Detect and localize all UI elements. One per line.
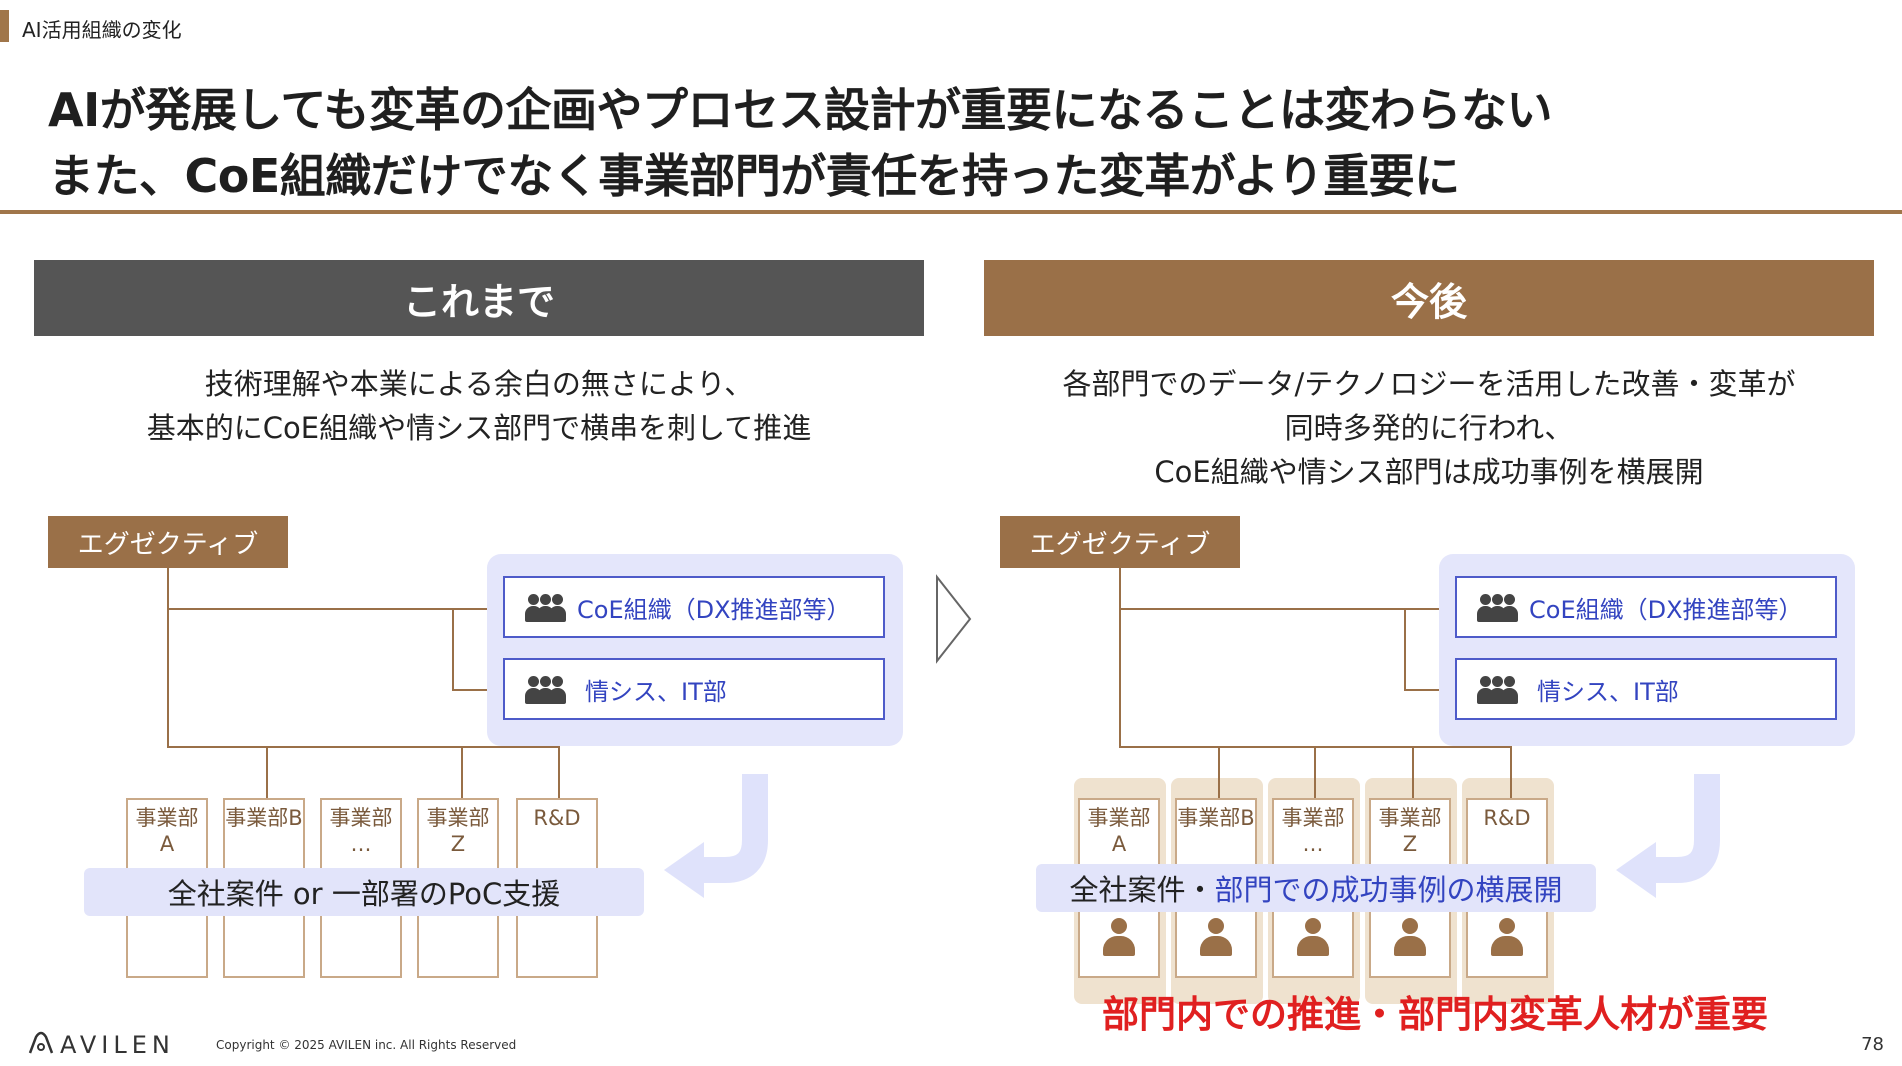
connector: [266, 746, 268, 798]
left-it-box: 情シス、IT部: [503, 658, 885, 720]
left-it-label: 情シス、IT部: [585, 677, 727, 706]
right-executive-box: エグゼクティブ: [1000, 516, 1240, 568]
dept-label: 事業部B: [225, 806, 303, 830]
curved-arrow-icon: [1616, 774, 1720, 898]
person-icon: [1198, 918, 1234, 958]
left-desc-line: 技術理解や本業による余白の無さにより、: [204, 367, 754, 401]
right-banner-highlight: 部門での成功事例の横展開: [1214, 873, 1563, 907]
right-it-label: 情シス、IT部: [1537, 677, 1679, 706]
dept-label: 事業部B: [1177, 806, 1255, 830]
section-tag-label: AI活用組織の変化: [22, 18, 182, 42]
copyright-text: Copyright © 2025 AVILEN inc. All Rights …: [216, 1038, 517, 1052]
connector: [167, 568, 169, 748]
person-icon: [1489, 918, 1525, 958]
right-coe-label: CoE組織（DX推進部等）: [1529, 595, 1803, 624]
right-desc-line: CoE組織や情シス部門は成功事例を横展開: [1154, 455, 1704, 489]
page-number: 78: [1861, 1034, 1884, 1055]
dept-label: 事業部: [1378, 806, 1442, 830]
connector: [1119, 568, 1121, 748]
page-title-line1: AIが発展しても変革の企画やプロセス設計が重要になることは変わらない: [48, 83, 1553, 137]
right-desc-line: 各部門でのデータ/テクノロジーを活用した改善・変革が: [1062, 367, 1796, 401]
left-column-header: これまで: [34, 260, 924, 336]
curved-arrow-icon: [664, 774, 768, 898]
left-desc-line: 基本的にCoE組織や情シス部門で横串を刺して推進: [146, 411, 812, 445]
dept-sublabel: …: [350, 832, 372, 856]
right-column-header: 今後: [984, 260, 1874, 336]
dept-label: 事業部: [1087, 806, 1151, 830]
dept-sublabel: A: [1111, 832, 1127, 856]
left-coe-label: CoE組織（DX推進部等）: [577, 595, 851, 624]
connector: [558, 746, 560, 798]
connector: [1510, 746, 1512, 798]
people-icon: [1477, 674, 1518, 704]
conclusion-text: 部門内での推進・部門内変革人材が重要: [1102, 993, 1768, 1036]
person-icon: [1101, 918, 1137, 958]
person-icon: [1295, 918, 1331, 958]
connector: [452, 608, 454, 690]
people-icon: [525, 592, 566, 622]
footer-logo: AVILEN: [26, 1031, 175, 1059]
connector: [452, 689, 503, 691]
dept-label: 事業部: [426, 806, 490, 830]
people-icon: [1477, 592, 1518, 622]
connector: [167, 608, 503, 610]
connector: [1404, 689, 1455, 691]
connector: [167, 746, 560, 748]
right-banner: 全社案件・部門での成功事例の横展開: [1036, 864, 1596, 912]
dept-label: R&D: [1483, 806, 1531, 830]
dept-label: 事業部: [135, 806, 199, 830]
left-banner: 全社案件 or 一部署のPoC支援: [84, 868, 644, 916]
connector: [1404, 608, 1406, 690]
logo-icon: [28, 1031, 54, 1054]
connector: [461, 746, 463, 798]
dept-label: 事業部: [1281, 806, 1345, 830]
connector: [1218, 746, 1220, 798]
section-tag-bar: [0, 10, 9, 42]
title-divider: [0, 210, 1902, 214]
dept-sublabel: Z: [1402, 832, 1418, 856]
left-executive-box: エグゼクティブ: [48, 516, 288, 568]
dept-label: 事業部: [329, 806, 393, 830]
connector: [1119, 608, 1455, 610]
person-icon: [1392, 918, 1428, 958]
chevron-right-icon: [936, 574, 972, 664]
dept-sublabel: Z: [450, 832, 466, 856]
logo-text: AVILEN: [60, 1031, 175, 1059]
right-description: 各部門でのデータ/テクノロジーを活用した改善・変革が 同時多発的に行われ、 Co…: [984, 362, 1874, 494]
left-description: 技術理解や本業による余白の無さにより、 基本的にCoE組織や情シス部門で横串を刺…: [34, 362, 924, 450]
connector: [1412, 746, 1414, 798]
connector: [1314, 746, 1316, 798]
left-coe-box: CoE組織（DX推進部等）: [503, 576, 885, 638]
page-title-line2: また、CoE組織だけでなく事業部門が責任を持った変革がより重要に: [48, 149, 1460, 203]
right-desc-line: 同時多発的に行われ、: [1284, 411, 1574, 445]
dept-sublabel: A: [159, 832, 175, 856]
dept-label: R&D: [533, 806, 581, 830]
dept-sublabel: …: [1302, 832, 1324, 856]
right-banner-text: 全社案件・: [1069, 873, 1215, 907]
people-icon: [525, 674, 566, 704]
right-coe-box: CoE組織（DX推進部等）: [1455, 576, 1837, 638]
right-it-box: 情シス、IT部: [1455, 658, 1837, 720]
